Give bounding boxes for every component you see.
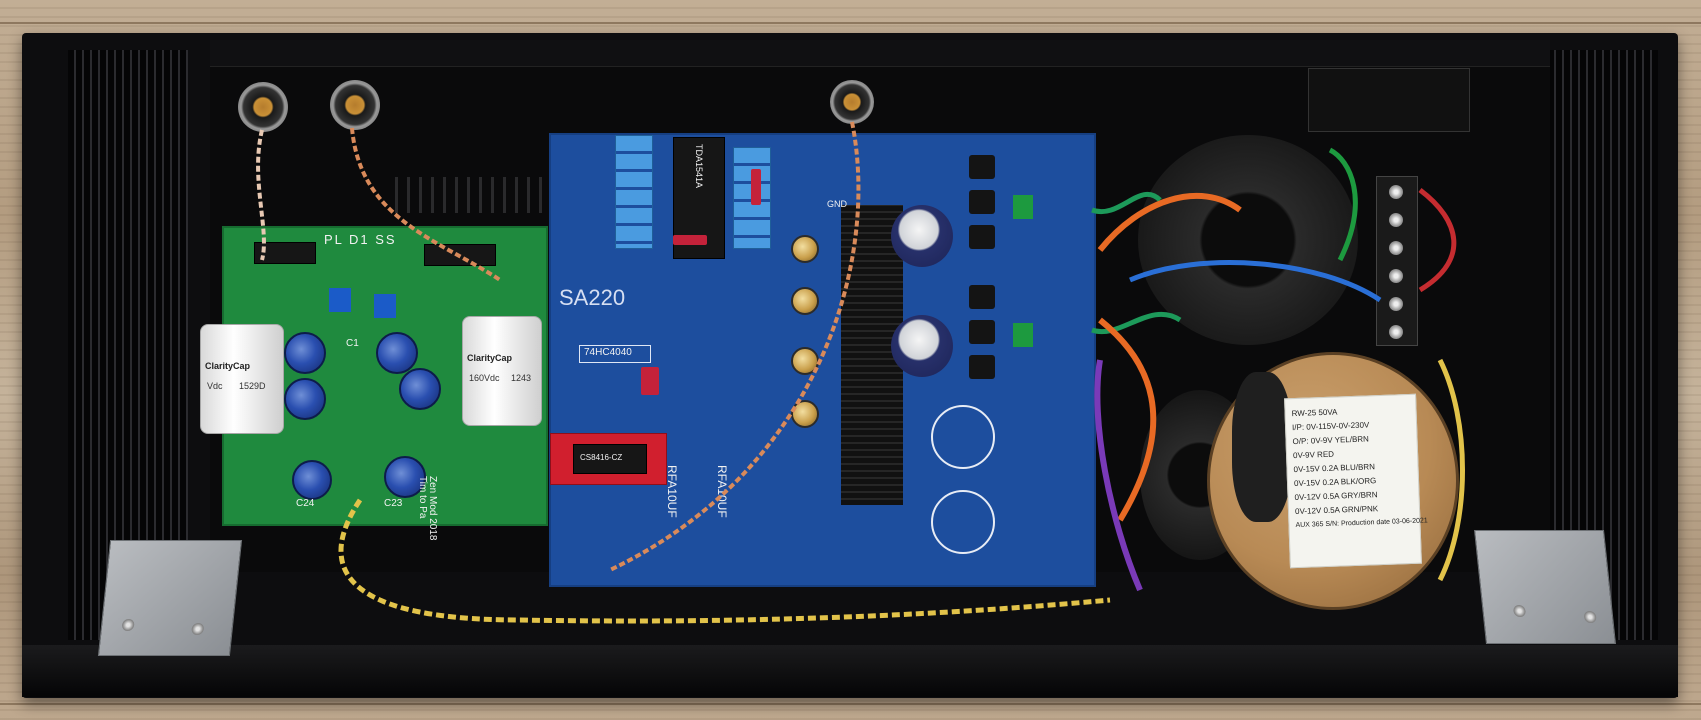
power-wire-red	[1418, 188, 1457, 293]
cap-footprint	[931, 405, 995, 469]
capacitor-blue	[376, 332, 418, 374]
capacitor-gold	[791, 287, 819, 315]
capacitor-large	[891, 315, 953, 377]
resistor	[673, 235, 707, 245]
capacitor-gold	[791, 235, 819, 263]
power-wire-purple	[1094, 359, 1143, 592]
rear-panel	[210, 40, 1550, 67]
diode	[969, 190, 995, 214]
terminal-block-green	[1013, 195, 1033, 219]
gnd-label: GND	[827, 199, 847, 209]
blue-pcb-board: TDA1541A SA220 74HC4040 GND RFA10UF RFA1…	[549, 133, 1096, 587]
signal-wire	[350, 127, 502, 282]
film-capacitor-bank	[615, 135, 653, 249]
capacitor-blue	[284, 378, 326, 420]
terminal-screw	[1389, 269, 1403, 283]
power-wire-yellow	[1437, 358, 1465, 582]
title-suffix: 220	[588, 285, 626, 310]
ic-socket: 74HC4040	[579, 345, 651, 363]
film-capacitor-left: ClarityCap Vdc 1529D	[200, 324, 284, 434]
cap-code: 1243	[511, 373, 532, 383]
resistor	[641, 367, 659, 395]
power-wire-green	[1091, 311, 1182, 335]
ic-label: 74HC4040	[584, 347, 632, 358]
film-capacitor-right: ClarityCap 160Vdc 1243	[462, 316, 542, 426]
toroid-transformer-upper	[1138, 135, 1358, 345]
plank-seam	[0, 22, 1701, 24]
diode	[969, 155, 995, 179]
iec-power-inlet	[1308, 68, 1470, 132]
diode	[969, 355, 995, 379]
terminal-strip	[1376, 176, 1418, 346]
terminal-screw	[1389, 241, 1403, 255]
terminal-block-green	[1013, 323, 1033, 347]
terminal-screw	[1389, 213, 1403, 227]
resistor	[751, 169, 761, 205]
power-wire-green	[1328, 147, 1358, 262]
power-wire-orange	[1097, 193, 1242, 252]
diode	[969, 285, 995, 309]
power-wire-orange	[1098, 317, 1157, 522]
diode	[969, 320, 995, 344]
terminal-screw	[1389, 297, 1403, 311]
capacitor-blue	[384, 456, 426, 498]
receiver-chip-label: CS8416-CZ	[580, 453, 623, 462]
spdif-receiver-adapter: CS8416-CZ	[550, 433, 667, 485]
cap-footprint	[931, 490, 995, 554]
cap-label: C23	[384, 498, 403, 509]
transistor-pair	[254, 242, 316, 264]
front-panel	[22, 645, 1678, 697]
rca-jack-red	[238, 82, 288, 132]
cap-code: 1529D	[239, 381, 266, 391]
toroid-center-hole	[1232, 372, 1292, 522]
capacitor-large	[891, 205, 953, 267]
cap-label: C24	[296, 498, 315, 509]
rca-jack-white	[330, 80, 380, 130]
green-board-title: PL D1 SS	[324, 232, 397, 247]
signal-wire	[609, 121, 861, 572]
cap-brand: ClarityCap	[467, 353, 513, 363]
trimmer-pot	[329, 288, 351, 312]
capacitor-gold	[791, 400, 819, 428]
cap-label: C1	[346, 338, 359, 349]
capacitor-blue	[292, 460, 332, 500]
receiver-chip: CS8416-CZ	[573, 444, 647, 474]
title-main: SA	[559, 285, 589, 310]
capacitor-blue	[399, 368, 441, 410]
vent-slots	[395, 177, 550, 213]
cap-rating: 160Vdc	[469, 373, 500, 383]
terminal-screw	[1389, 325, 1403, 339]
power-wire	[338, 498, 1111, 624]
blue-board-title: SA220	[559, 285, 625, 311]
power-wire-blue	[1129, 260, 1382, 303]
signal-wire	[256, 129, 266, 261]
plank-seam	[0, 703, 1701, 705]
diode	[969, 225, 995, 249]
terminal-screw	[1389, 185, 1403, 199]
trimmer-pot	[374, 294, 396, 318]
cap-rating: Vdc	[207, 381, 223, 391]
cap-brand: ClarityCap	[205, 361, 251, 371]
power-wire-green	[1091, 191, 1162, 215]
rca-jack-digital	[830, 80, 874, 124]
capacitor-blue	[284, 332, 326, 374]
